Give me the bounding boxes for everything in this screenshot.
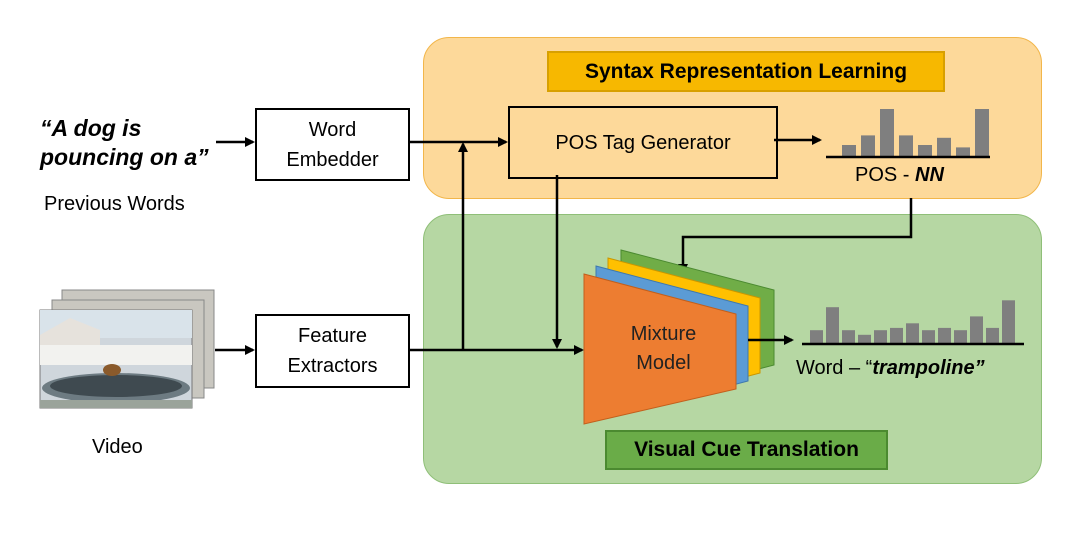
word-output-label: Word – “trampoline” — [796, 357, 985, 380]
mixture-model-label: Mixture Model — [630, 323, 697, 374]
histogram-bar — [956, 147, 970, 157]
histogram-bar — [861, 135, 875, 157]
histogram-bar — [918, 145, 932, 157]
pos-output-label: POS - NN — [855, 164, 944, 187]
histogram-bar — [975, 109, 989, 157]
syntax-panel-title: Syntax Representation Learning — [547, 51, 945, 92]
word-histogram — [810, 300, 1015, 344]
video-frames-icon — [39, 289, 215, 409]
histogram-bar — [986, 327, 999, 344]
histogram-bar — [906, 323, 919, 344]
word-embedder-box: Word Embedder — [255, 108, 410, 181]
histogram-bar — [1002, 300, 1015, 344]
visual-panel-title: Visual Cue Translation — [605, 430, 888, 470]
histogram-bar — [890, 327, 903, 344]
pos-value: NN — [915, 164, 944, 186]
histogram-bar — [938, 327, 951, 344]
histogram-bar — [899, 135, 913, 157]
histogram-bar — [922, 330, 935, 344]
video-frame-front — [39, 309, 193, 409]
histogram-bar — [937, 137, 951, 157]
pos-tag-generator-box: POS Tag Generator — [508, 106, 778, 179]
histogram-bar — [826, 307, 839, 344]
video-label: Video — [92, 436, 143, 458]
histogram-bar — [810, 330, 823, 344]
pos-histogram — [842, 109, 989, 157]
histogram-bar — [842, 145, 856, 157]
histogram-bar — [858, 334, 871, 344]
arrow-pos-nn-to-mixture — [678, 198, 913, 274]
histogram-bar — [970, 316, 983, 344]
histogram-bar — [954, 330, 967, 344]
histogram-bar — [842, 330, 855, 344]
previous-words-quote: “A dog is pouncing on a” — [40, 115, 209, 170]
mixture-model-shape — [583, 249, 775, 425]
feature-extractors-box: Feature Extractors — [255, 314, 410, 388]
histogram-bar — [874, 330, 887, 344]
word-prefix: Word – “ — [796, 357, 873, 379]
word-value: trampoline” — [872, 357, 985, 379]
pos-prefix: POS - — [855, 164, 916, 186]
histogram-bar — [880, 109, 894, 157]
previous-words-label: Previous Words — [44, 193, 185, 215]
